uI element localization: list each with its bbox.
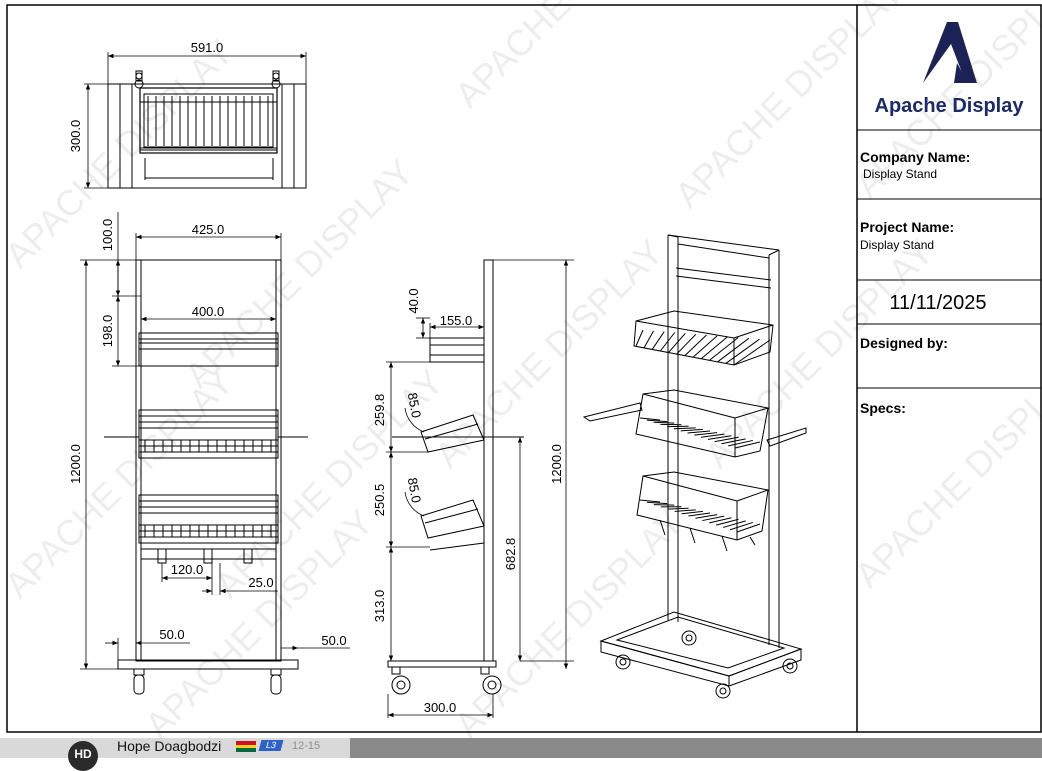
dim-top-width: 591.0 bbox=[191, 40, 224, 55]
dim-hook-spacing: 120.0 bbox=[171, 562, 204, 577]
ghana-flag-icon bbox=[236, 741, 256, 752]
wire-line bbox=[682, 511, 703, 513]
wire-line bbox=[695, 515, 717, 519]
post-time: 12-15 bbox=[292, 739, 320, 753]
wire-line bbox=[723, 521, 746, 528]
wire-line bbox=[674, 428, 696, 429]
wire-line bbox=[734, 340, 770, 365]
wire-line bbox=[647, 502, 667, 503]
company-name-value: Display Stand bbox=[863, 167, 937, 181]
wire-line bbox=[654, 505, 674, 506]
brand-name: Apache Display bbox=[875, 95, 1025, 117]
dim-side-upper-gap: 259.8 bbox=[372, 394, 387, 427]
company-name-label: Company Name: bbox=[860, 149, 970, 165]
wire-line bbox=[644, 331, 653, 348]
avatar[interactable]: HD bbox=[68, 741, 98, 771]
dim-leg-left: 50.0 bbox=[159, 627, 184, 642]
wire-line bbox=[647, 420, 667, 421]
dim-front-inner-width: 400.0 bbox=[192, 304, 225, 319]
dim-side-base-height: 313.0 bbox=[372, 590, 387, 623]
watermark-text: APACHE DISPLAY bbox=[697, 231, 942, 476]
wire-line bbox=[652, 332, 664, 350]
dim-front-height: 1200.0 bbox=[68, 444, 83, 484]
watermark-text: APACHE DISPLAY bbox=[427, 231, 672, 476]
specs-label: Specs: bbox=[860, 400, 906, 416]
dim-front-tier-gap: 198.0 bbox=[100, 315, 115, 348]
wire-line bbox=[685, 335, 707, 356]
wire-line bbox=[730, 522, 753, 529]
dim-front-top-gap: 100.0 bbox=[100, 219, 115, 252]
technical-drawing-sheet: APACHE DISPLAY APACHE DISPLAY APACHE DIS… bbox=[0, 0, 1042, 738]
wire-line bbox=[693, 336, 717, 357]
project-name-value: Display Stand bbox=[860, 238, 934, 252]
watermark-text: APACHE DISPLAY bbox=[447, 0, 692, 116]
wire-line bbox=[636, 330, 643, 346]
dim-side-lower-angle: 85.0 bbox=[405, 476, 424, 504]
wire-line bbox=[689, 513, 711, 516]
wire-line bbox=[737, 524, 760, 532]
dim-side-header-depth: 155.0 bbox=[440, 313, 473, 328]
dim-front-frame-width: 425.0 bbox=[192, 222, 225, 237]
dim-side-header-height: 40.0 bbox=[406, 288, 421, 313]
dim-side-lower-gap: 250.5 bbox=[372, 484, 387, 517]
dim-leg-right: 50.0 bbox=[321, 633, 346, 648]
wire-line bbox=[701, 337, 727, 359]
wire-line bbox=[654, 422, 675, 423]
wire-line bbox=[668, 508, 689, 509]
dim-hook-width: 25.0 bbox=[248, 575, 273, 590]
dim-side-depth: 300.0 bbox=[424, 700, 457, 715]
wire-line bbox=[688, 431, 711, 433]
user-name[interactable]: Hope Doagbodzi bbox=[117, 738, 221, 754]
wire-line bbox=[640, 500, 660, 502]
dim-side-lower-tier-height: 682.8 bbox=[503, 538, 518, 571]
drawing-date: 11/11/2025 bbox=[889, 292, 986, 314]
watermark-text: APACHE DISPLAY bbox=[0, 361, 241, 606]
wire-line bbox=[677, 334, 696, 354]
level-badge: L3 bbox=[259, 740, 284, 751]
wire-line bbox=[669, 333, 686, 352]
dim-top-depth: 300.0 bbox=[68, 120, 83, 153]
designed-by-label: Designed by: bbox=[860, 335, 948, 351]
project-name-label: Project Name: bbox=[860, 219, 954, 235]
wire-line bbox=[681, 429, 703, 430]
wire-line bbox=[640, 418, 660, 420]
dim-side-height: 1200.0 bbox=[549, 444, 564, 484]
